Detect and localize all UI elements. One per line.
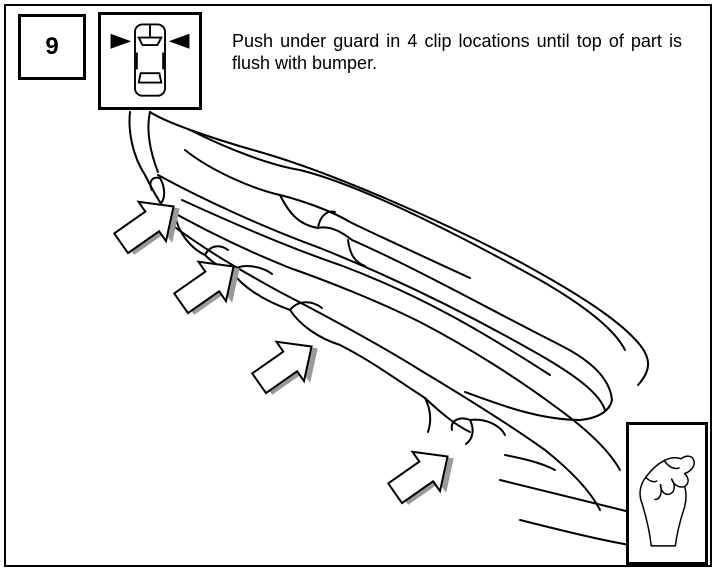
push-arrow-icon bbox=[172, 260, 240, 315]
push-arrow-group bbox=[112, 200, 454, 505]
push-arrow-icon bbox=[112, 200, 180, 255]
bumper-left-corner bbox=[128, 111, 163, 206]
guard-clip bbox=[149, 176, 166, 203]
instruction-panel bbox=[4, 4, 712, 567]
guard-top-edge bbox=[159, 204, 621, 471]
bumper-outline bbox=[149, 111, 649, 386]
instruction-text: Push under guard in 4 clip locations unt… bbox=[232, 31, 682, 73]
view-arrow-left bbox=[110, 33, 132, 49]
push-arrow-icon bbox=[386, 450, 454, 505]
hand-press-icon bbox=[639, 455, 695, 547]
bumper-recess bbox=[184, 149, 613, 421]
bumper-front-face bbox=[157, 174, 606, 411]
vehicle-view-box bbox=[98, 12, 202, 110]
vehicle-top-view-icon bbox=[110, 23, 190, 97]
step-number: 9 bbox=[18, 14, 86, 80]
view-arrow-right bbox=[168, 33, 190, 49]
guard-lower-edge bbox=[167, 221, 601, 511]
bumper-inner-edge bbox=[189, 129, 626, 351]
push-arrow-icon bbox=[250, 340, 318, 395]
hand-box bbox=[626, 422, 708, 565]
